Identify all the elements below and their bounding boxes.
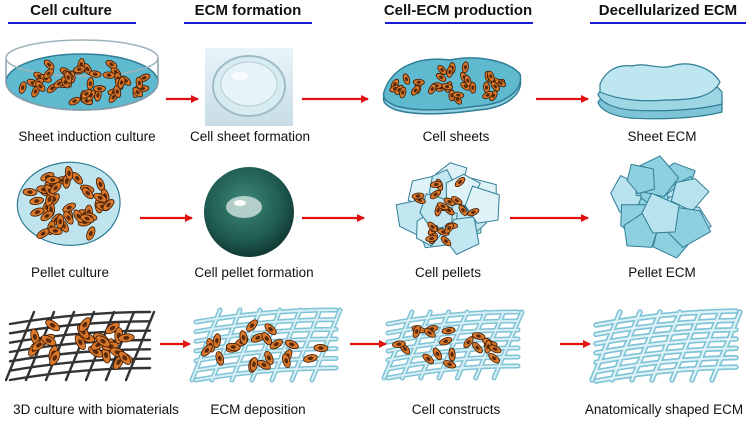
header-underline: [8, 22, 136, 24]
petri-dish-with-cells: [5, 39, 159, 111]
header-ecm-formation: ECM formation: [194, 2, 302, 19]
caption-cell-sheets: Cell sheets: [422, 129, 490, 144]
cell-sheet-dish-photo: [205, 48, 293, 126]
caption-cell-pellets: Cell pellets: [414, 265, 482, 280]
caption-cell-pellet-formation: Cell pellet formation: [194, 265, 314, 280]
header-cell-ecm-production: Cell-ECM production: [383, 2, 533, 19]
ecm-deposition-illustration: [189, 307, 343, 383]
pellet-ecm-illustration: [610, 155, 712, 259]
cell-constructs-illustration: [381, 309, 525, 381]
anatomical-ecm-illustration: [589, 308, 743, 384]
cell-pellet-photo: [204, 167, 294, 257]
process-arrows: [140, 95, 591, 348]
cell-sheets-illustration: [382, 57, 522, 115]
cell-pellets-illustration: [395, 162, 500, 256]
caption-anatomically-shaped-ecm: Anatomically shaped ECM: [584, 402, 744, 417]
header-underline: [385, 22, 533, 24]
caption-pellet-culture: Pellet culture: [30, 265, 110, 280]
sheet-ecm-illustration: [597, 63, 723, 120]
scaffold-culture-illustration: [4, 310, 156, 382]
header-underline: [590, 22, 746, 24]
caption-3d-culture: 3D culture with biomaterials: [13, 402, 179, 417]
caption-pellet-ecm: Pellet ECM: [628, 265, 696, 280]
caption-sheet-ecm: Sheet ECM: [627, 129, 697, 144]
caption-cell-sheet-formation: Cell sheet formation: [189, 129, 311, 144]
pellet-culture-illustration: [16, 161, 121, 246]
caption-sheet-induction-culture: Sheet induction culture: [18, 129, 156, 144]
header-underline: [184, 22, 312, 24]
caption-ecm-deposition: ECM deposition: [210, 402, 306, 417]
header-decellularized-ecm: Decellularized ECM: [598, 2, 738, 19]
header-cell-culture: Cell culture: [30, 2, 112, 19]
caption-cell-constructs: Cell constructs: [411, 402, 501, 417]
